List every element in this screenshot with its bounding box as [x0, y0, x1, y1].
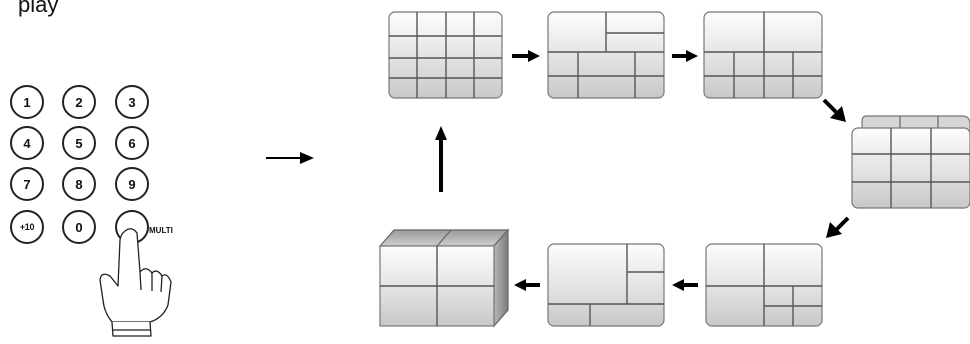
arrow-down-left-icon — [826, 216, 850, 238]
key-8[interactable]: 8 — [62, 167, 96, 201]
arrow-left-1-icon — [672, 279, 698, 291]
arrow-pointer-right-icon — [266, 152, 314, 164]
key-5[interactable]: 5 — [62, 126, 96, 160]
arrow-right-1-icon — [512, 50, 540, 62]
partial-heading: play — [18, 0, 59, 17]
screen-1plus5-split — [703, 11, 823, 99]
arrow-down-right-icon — [822, 98, 846, 122]
screen-1plus6-split — [547, 11, 665, 99]
key-1[interactable]: 1 — [10, 85, 44, 119]
multi-key-label: MULTI — [149, 226, 173, 235]
screen-2x2-split-3d — [378, 228, 510, 328]
arrow-up-icon — [435, 126, 447, 192]
key-6[interactable]: 6 — [115, 126, 149, 160]
screen-3x4-split — [388, 11, 503, 99]
screen-1plus7-split — [705, 243, 823, 327]
key-0[interactable]: 0 — [62, 210, 96, 244]
screen-1plus3-split — [547, 243, 665, 327]
key-7[interactable]: 7 — [10, 167, 44, 201]
key-2[interactable]: 2 — [62, 85, 96, 119]
key-4[interactable]: 4 — [10, 126, 44, 160]
key-9[interactable]: 9 — [115, 167, 149, 201]
key-plus10[interactable]: +10 — [10, 210, 44, 244]
arrow-left-2-icon — [514, 279, 540, 291]
screen-3x3-split-stacked — [851, 115, 970, 209]
key-3[interactable]: 3 — [115, 85, 149, 119]
arrow-right-2-icon — [672, 50, 698, 62]
pressing-hand-icon — [99, 228, 172, 337]
flow-arrows — [266, 50, 850, 291]
